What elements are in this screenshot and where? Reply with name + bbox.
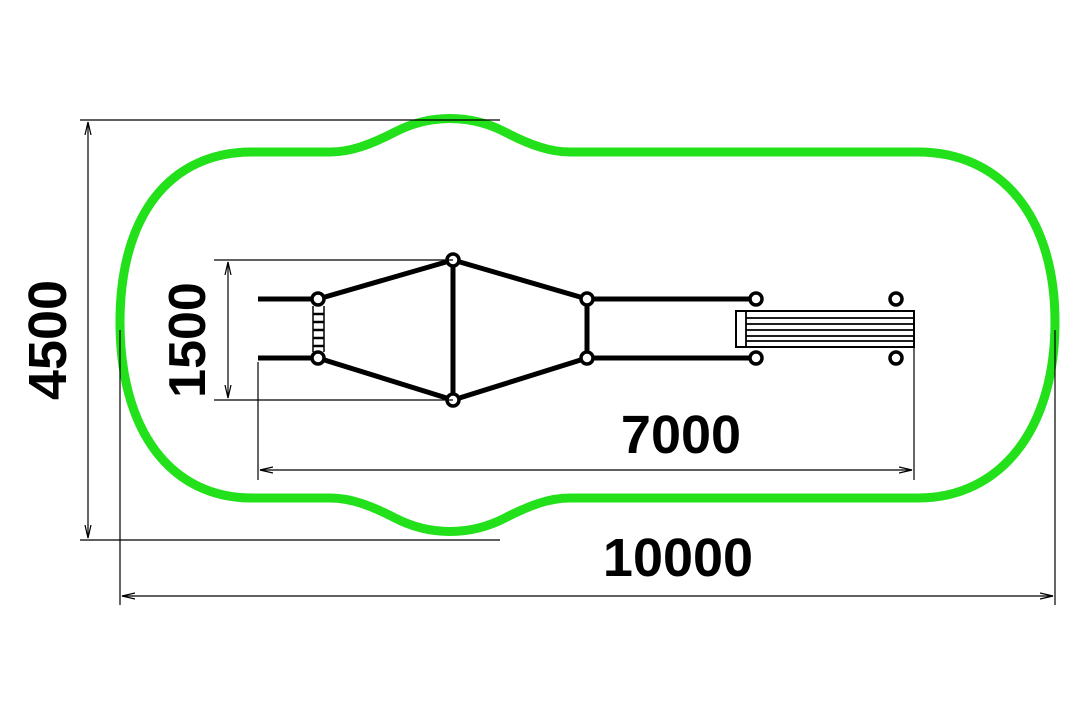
post xyxy=(748,291,764,307)
post xyxy=(310,350,326,366)
post xyxy=(579,291,595,307)
equipment-structure xyxy=(258,257,915,403)
post xyxy=(310,291,326,307)
dimension-equipment-length xyxy=(257,347,915,480)
post xyxy=(888,350,904,366)
post xyxy=(748,350,764,366)
dimension-label-equipment-length: 7000 xyxy=(621,405,741,465)
safety-zone-outline xyxy=(115,114,1060,536)
dimension-equipment-width xyxy=(214,259,453,401)
dimension-overall-width xyxy=(80,119,500,541)
dimension-label-overall-width: 4500 xyxy=(18,280,78,400)
dimension-label-overall-length: 10000 xyxy=(603,528,753,588)
post xyxy=(579,350,595,366)
post xyxy=(888,291,904,307)
dimension-label-equipment-width: 1500 xyxy=(159,282,217,398)
dimension-overall-length xyxy=(119,330,1056,605)
